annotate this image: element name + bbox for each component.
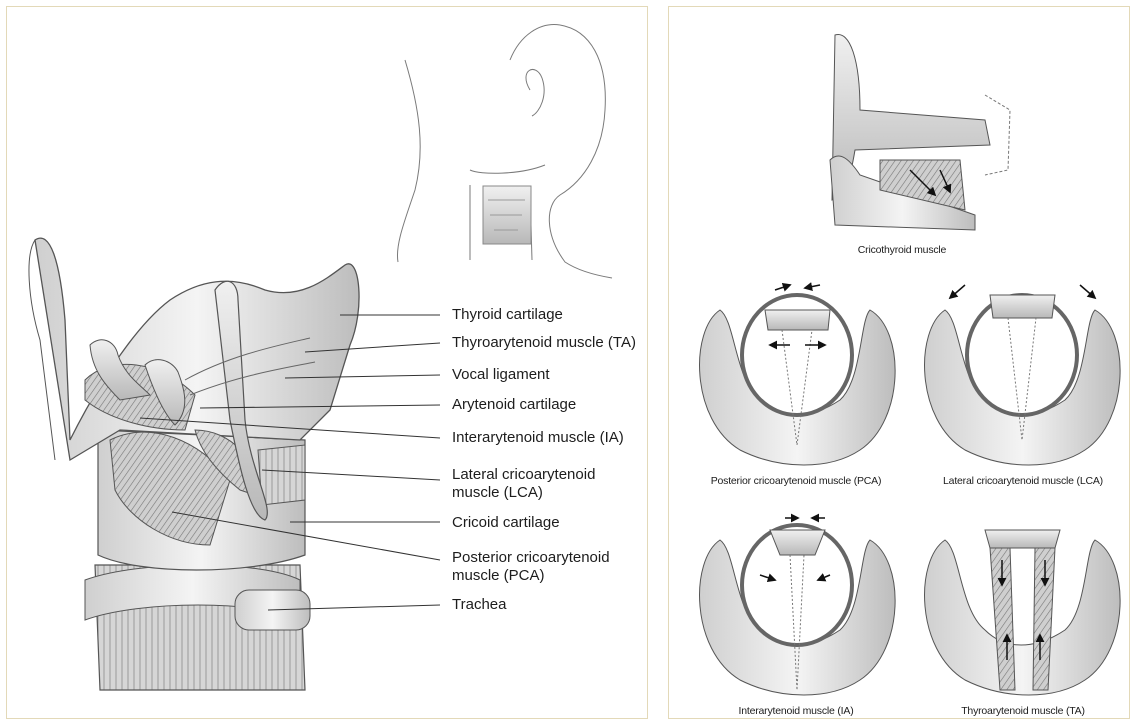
larynx-illustration bbox=[29, 238, 359, 690]
label-thyroid-cartilage: Thyroid cartilage bbox=[452, 306, 563, 324]
label-interarytenoid-muscle: Interarytenoid muscle (IA) bbox=[452, 429, 624, 447]
label-thyroarytenoid-muscle: Thyroarytenoid muscle (TA) bbox=[452, 334, 636, 352]
caption-ia: Interarytenoid muscle (IA) bbox=[738, 705, 853, 717]
label-lateral-cricoarytenoid-line2: muscle (LCA) bbox=[452, 484, 543, 502]
head-neck-sketch bbox=[397, 25, 612, 278]
caption-ta: Thyroarytenoid muscle (TA) bbox=[961, 705, 1085, 717]
right-panel bbox=[668, 6, 1130, 719]
caption-pca: Posterior cricoarytenoid muscle (PCA) bbox=[711, 475, 882, 487]
caption-lca: Lateral cricoarytenoid muscle (LCA) bbox=[943, 475, 1103, 487]
label-cricoid-cartilage: Cricoid cartilage bbox=[452, 514, 560, 532]
label-posterior-cricoarytenoid-line2: muscle (PCA) bbox=[452, 567, 545, 585]
label-lateral-cricoarytenoid-line1: Lateral cricoarytenoid bbox=[452, 466, 595, 484]
caption-cricothyroid: Cricothyroid muscle bbox=[858, 244, 946, 256]
label-trachea: Trachea bbox=[452, 596, 506, 614]
label-arytenoid-cartilage: Arytenoid cartilage bbox=[452, 396, 576, 414]
label-posterior-cricoarytenoid-line1: Posterior cricoarytenoid bbox=[452, 549, 610, 567]
label-vocal-ligament: Vocal ligament bbox=[452, 366, 550, 384]
